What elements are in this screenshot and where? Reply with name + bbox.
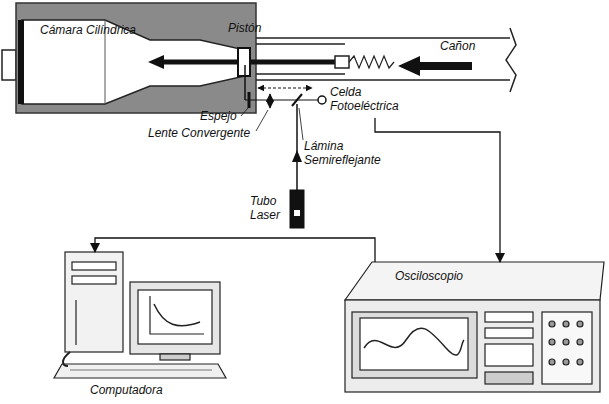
part-label: Lente Convergente [148,127,268,141]
device-label: Osciloscopio [395,270,603,284]
part-label: Cañon [440,40,500,54]
device-label: Computadora [90,384,230,398]
part-label: Cámara Cilíndrica [40,24,170,38]
signal-connector [95,238,375,262]
part-label: Pistón [228,22,288,36]
part-label: Tubo Laser [250,195,290,223]
signal-connector [375,118,500,262]
device-node: Celda Fotoeléctrica [330,86,420,118]
piston [238,48,250,76]
cylindrical-chamber [2,3,256,113]
device-node: Computadora [60,252,230,400]
cannon [256,28,516,92]
device-label: Celda Fotoeléctrica [330,86,420,114]
oscilloscope-drawing [345,262,604,392]
motion-arrow [398,56,472,76]
device-node: Osciloscopio [345,262,603,392]
part-label: Espejo [200,110,250,124]
part-label: Lámina Semireflejante [304,140,396,168]
computer-drawing [54,252,226,378]
